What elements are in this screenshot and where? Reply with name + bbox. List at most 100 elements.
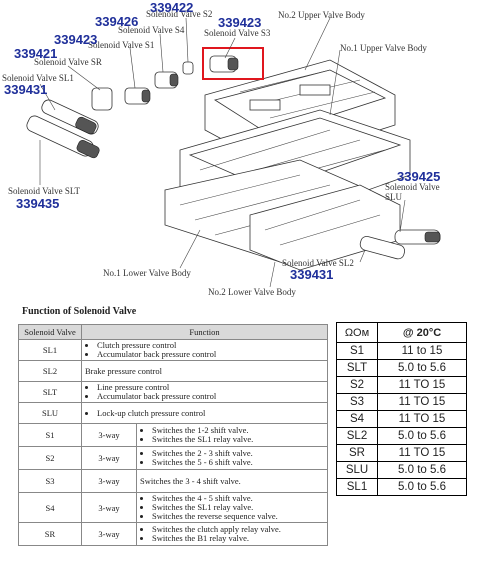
part-number-slu: 339425: [397, 169, 440, 184]
part-number-slt: 339435: [16, 196, 59, 211]
label-solenoid-sl1: Solenoid Valve SL1: [2, 73, 74, 83]
resistance-valve: S1: [336, 342, 378, 360]
label-solenoid-slu-1: Solenoid Valve: [385, 182, 440, 192]
function-row: SLU Lock-up clutch pressure control: [18, 402, 328, 424]
function-cell: Switches the 2 - 3 shift valve.Switches …: [136, 446, 328, 470]
header-unit: ΩOм: [336, 322, 378, 343]
function-item: Switches the 4 - 5 shift valve.: [152, 494, 324, 503]
function-item: Lock-up clutch pressure control: [97, 408, 324, 418]
function-item: Line pressure control: [97, 383, 324, 392]
function-row: SL1Clutch pressure controlAccumulator ba…: [18, 339, 328, 361]
valve-name: SLU: [18, 402, 82, 424]
resistance-valve: SLT: [336, 359, 378, 377]
function-cell: Brake pressure control: [81, 360, 328, 382]
function-item: Switches the 1-2 shift valve.: [152, 426, 324, 435]
function-cell: Switches the 3 - 4 shift valve.: [136, 469, 328, 493]
resistance-valve: S4: [336, 410, 378, 428]
resistance-value: 11 TO 15: [377, 376, 467, 394]
part-number-sl2: 339431: [290, 267, 333, 282]
resistance-value: 11 TO 15: [377, 444, 467, 462]
solenoid-sl2[interactable]: [359, 235, 406, 260]
function-list: Switches the 1-2 shift valve.Switches th…: [140, 426, 324, 444]
function-cell: Switches the clutch apply relay valve.Sw…: [136, 522, 328, 546]
resistance-valve: SLU: [336, 461, 378, 479]
solenoid-slu[interactable]: [394, 229, 441, 245]
function-item: Clutch pressure control: [97, 341, 324, 350]
function-item: Accumulator back pressure control: [97, 350, 324, 359]
label-solenoid-slu-2: SLU: [385, 192, 403, 202]
solenoid-s3[interactable]: [209, 55, 239, 73]
valve-name: SLT: [18, 381, 82, 403]
valve-name: SL2: [18, 360, 82, 382]
resistance-valve: S2: [336, 376, 378, 394]
function-table: Solenoid Valve Function SL1Clutch pressu…: [18, 324, 328, 546]
header-solenoid-valve: Solenoid Valve: [18, 324, 82, 340]
label-solenoid-slt: Solenoid Valve SLT: [8, 186, 81, 196]
solenoid-sr[interactable]: [91, 87, 113, 111]
solenoid-s1[interactable]: [124, 87, 151, 105]
function-table-title: Function of Solenoid Valve: [22, 306, 137, 317]
label-lower-valve-body-no1: No.1 Lower Valve Body: [103, 268, 191, 278]
function-list: Switches the clutch apply relay valve.Sw…: [140, 525, 324, 543]
part-number-sl1: 339431: [4, 82, 47, 97]
function-row: SLTLine pressure controlAccumulator back…: [18, 381, 328, 403]
resistance-valve: SL1: [336, 478, 378, 496]
resistance-value: 5.0 to 5.6: [377, 461, 467, 479]
function-item: Switches the 2 - 3 shift valve.: [152, 449, 324, 458]
valve-name: S1: [18, 423, 82, 447]
label-solenoid-sr: Solenoid Valve SR: [34, 57, 102, 67]
function-item: Switches the SL1 relay valve.: [152, 435, 324, 444]
function-table-header: Solenoid Valve Function: [18, 324, 328, 340]
label-upper-valve-body-no1: No.1 Upper Valve Body: [340, 43, 427, 53]
function-item: Switches the clutch apply relay valve.: [152, 525, 324, 534]
solenoid-sl1[interactable]: [40, 98, 100, 136]
label-solenoid-s3: Solenoid Valve S3: [204, 28, 271, 38]
function-item: Switches the 5 - 6 shift valve.: [152, 458, 324, 467]
solenoid-s2[interactable]: [182, 61, 194, 75]
function-list: Switches the 2 - 3 shift valve.Switches …: [140, 449, 324, 467]
resistance-value: 5.0 to 5.6: [377, 427, 467, 445]
resistance-value: 11 to 15: [377, 342, 467, 360]
function-item: Switches the reverse sequence valve.: [152, 512, 324, 521]
function-cell: Line pressure controlAccumulator back pr…: [81, 381, 328, 403]
resistance-table-header: ΩOм @ 20°C: [336, 322, 467, 343]
valve-name: SR: [18, 522, 82, 546]
resistance-value: 5.0 to 5.6: [377, 359, 467, 377]
part-number-s3: 339423: [218, 15, 261, 30]
label-lower-valve-body-no2: No.2 Lower Valve Body: [208, 287, 296, 297]
function-cell: Clutch pressure controlAccumulator back …: [81, 339, 328, 361]
label-solenoid-sl2: Solenoid Valve SL2: [282, 258, 354, 268]
valve-body-diagram: Solenoid Valve S2 339422 Solenoid Valve …: [2, 0, 441, 297]
resistance-value: 11 TO 15: [377, 410, 467, 428]
label-solenoid-s4: Solenoid Valve S4: [118, 25, 185, 35]
function-item: Switches the B1 relay valve.: [152, 534, 324, 543]
header-temperature: @ 20°C: [377, 322, 467, 343]
valve-name: S3: [18, 469, 82, 493]
resistance-value: 11 TO 15: [377, 393, 467, 411]
solenoid-s4[interactable]: [154, 71, 179, 89]
resistance-valve: S3: [336, 393, 378, 411]
valve-type: 3-way: [81, 522, 137, 546]
part-number-sr: 339421: [14, 46, 57, 61]
valve-name: S2: [18, 446, 82, 470]
function-item: Accumulator back pressure control: [97, 392, 324, 401]
function-cell: Lock-up clutch pressure control: [81, 402, 328, 424]
valve-name: S4: [18, 492, 82, 523]
function-list: Line pressure controlAccumulator back pr…: [85, 383, 324, 401]
label-upper-valve-body-no2: No.2 Upper Valve Body: [278, 10, 365, 20]
valve-type: 3-way: [81, 492, 137, 523]
function-list: Lock-up clutch pressure control: [85, 408, 324, 418]
header-function: Function: [81, 324, 328, 340]
resistance-valve: SR: [336, 444, 378, 462]
function-cell: Switches the 4 - 5 shift valve. Switches …: [136, 492, 328, 523]
valve-type: 3-way: [81, 446, 137, 470]
solenoid-slt[interactable]: [25, 114, 101, 159]
